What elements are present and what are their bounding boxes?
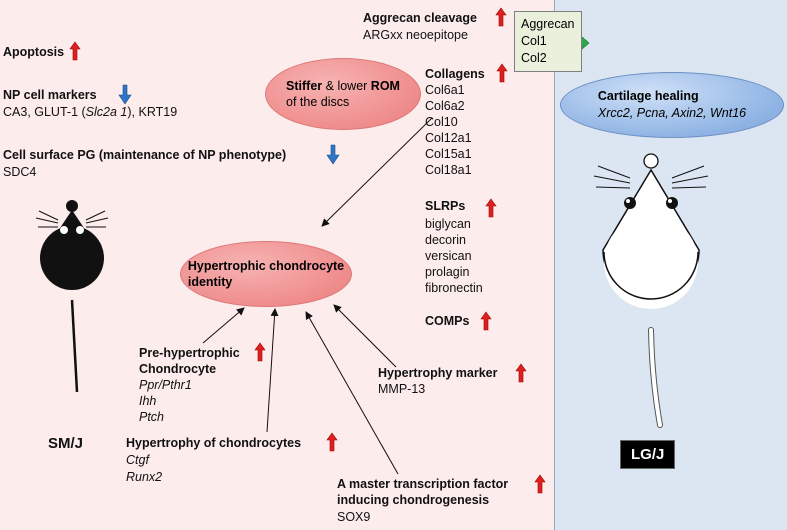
collagen-item: Col6a2 — [425, 99, 465, 113]
apoptosis-up-arrow-icon — [69, 41, 81, 61]
aggrecan-box: Aggrecan Col1 Col2 — [514, 11, 582, 72]
aggrecan-box-item: Aggrecan — [521, 17, 575, 31]
slrp-item: decorin — [425, 233, 466, 247]
np-markers-title: NP cell markers — [3, 88, 97, 102]
cell-surface-down-arrow-icon — [326, 144, 340, 165]
sm-j-label: SM/J — [48, 435, 84, 452]
prehyp-title-2: Chondrocyte — [139, 362, 217, 376]
slrp-item: prolagin — [425, 265, 470, 279]
arrow-hypchondro-to-identity — [266, 308, 279, 433]
prehyp-up-arrow-icon — [254, 342, 266, 362]
hyp-chondro-gene: Runx2 — [126, 470, 163, 484]
cell-surface-value: SDC4 — [3, 165, 37, 179]
hyp-marker-value: MMP-13 — [378, 382, 426, 396]
collagen-item: Col15a1 — [425, 147, 472, 161]
stiffer-discs-ellipse: Stiffer & lower ROM of the discs — [265, 58, 421, 130]
slrps-title: SLRPs — [425, 199, 466, 213]
collagens-up-arrow-icon — [496, 63, 508, 83]
collagens-list: Col6a1 Col6a2 Col10 Col12a1 Col15a1 Col1… — [425, 82, 472, 178]
cartilage-healing-ellipse: Cartilage healing Xrcc2, Pcna, Axin2, Wn… — [560, 72, 784, 138]
slrps-up-arrow-icon — [485, 198, 497, 218]
master-tf-title-2: inducing chondrogenesis — [337, 493, 490, 507]
prehyp-title-1: Pre-hypertrophic — [139, 346, 240, 360]
hyp-chondro-title: Hypertrophy of chondrocytes — [126, 436, 302, 450]
prehyp-gene: Ptch — [139, 410, 165, 424]
master-tf-title-1: A master transcription factor — [337, 477, 509, 491]
cell-surface-title: Cell surface PG (maintenance of NP pheno… — [3, 148, 287, 162]
lg-j-label: LG/J — [620, 440, 676, 469]
hyp-chondro-gene: Ctgf — [126, 453, 149, 467]
sm-j-mouse-icon — [35, 200, 109, 393]
arrow-master-to-identity — [305, 311, 399, 475]
argxx-neoepitope: ARGxx neoepitope — [363, 28, 468, 42]
aggrecan-box-item: Col1 — [521, 34, 547, 48]
collagen-item: Col6a1 — [425, 83, 465, 97]
hyp-chondro-up-arrow-icon — [326, 432, 338, 452]
arrow-marker-to-identity — [333, 304, 397, 368]
master-tf-up-arrow-icon — [534, 474, 546, 494]
collagens-title: Collagens — [425, 67, 485, 81]
aggrecan-cleavage-title: Aggrecan cleavage — [363, 11, 477, 25]
slrp-item: fibronectin — [425, 281, 483, 295]
arrow-collagens-to-identity — [321, 117, 433, 227]
collagen-item: Col18a1 — [425, 163, 472, 177]
comps-label: COMPs — [425, 314, 470, 328]
np-markers-list: CA3, GLUT-1 (Slc2a 1), KRT19 — [3, 105, 178, 119]
lg-j-mouse-icon — [593, 153, 709, 428]
apoptosis-label: Apoptosis — [3, 45, 65, 59]
slrps-list: biglycan decorin versican prolagin fibro… — [425, 216, 483, 296]
prehyp-gene: Ppr/Pthr1 — [139, 378, 192, 392]
prehyp-gene: Ihh — [139, 394, 157, 408]
np-markers-down-arrow-icon — [118, 84, 132, 105]
hyp-marker-up-arrow-icon — [515, 363, 527, 383]
slrp-item: versican — [425, 249, 472, 263]
comps-up-arrow-icon — [480, 311, 492, 331]
collagen-item: Col12a1 — [425, 131, 472, 145]
collagen-item: Col10 — [425, 115, 458, 129]
arrow-prehyp-to-identity — [202, 307, 245, 344]
hyp-marker-title: Hypertrophy marker — [378, 366, 498, 380]
master-tf-value: SOX9 — [337, 510, 371, 524]
aggrecan-cleavage-up-arrow-icon — [495, 7, 507, 27]
aggrecan-box-item: Col2 — [521, 51, 547, 65]
slrp-item: biglycan — [425, 217, 471, 231]
